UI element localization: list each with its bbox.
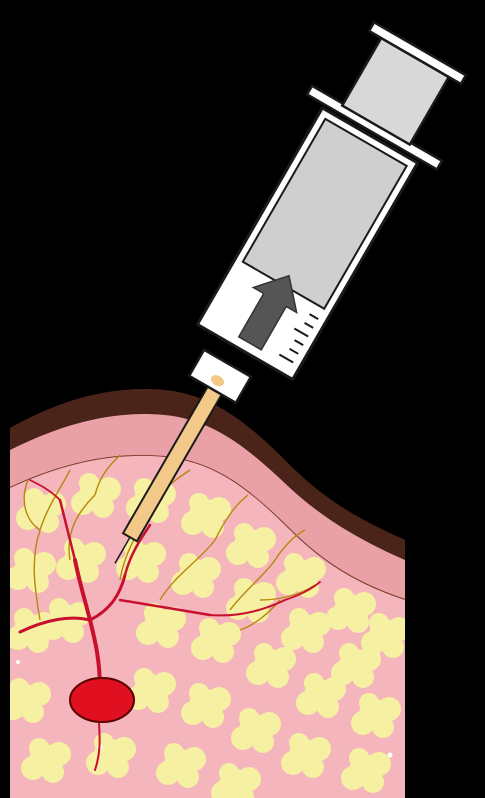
blood-cell-icon [70, 678, 134, 722]
